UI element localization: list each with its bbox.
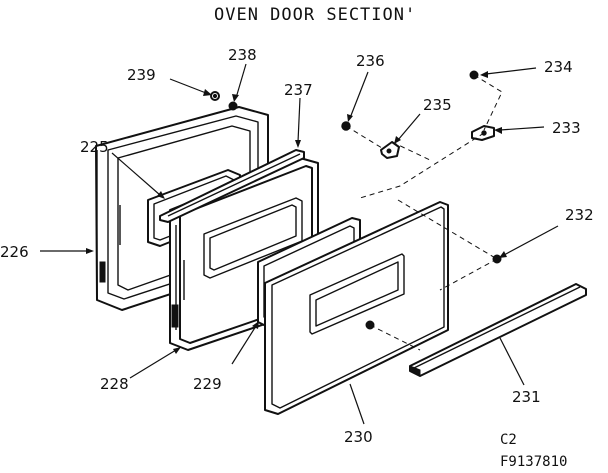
part-238-screw [228, 101, 238, 111]
label-226: 226 [0, 243, 29, 261]
label-233: 233 [552, 119, 581, 137]
label-236: 236 [356, 52, 385, 70]
leader-lines [40, 63, 559, 425]
label-231: 231 [512, 388, 541, 406]
label-225: 225 [80, 138, 109, 156]
label-230: 230 [344, 428, 373, 446]
figure-code: F9137810 [500, 454, 567, 470]
label-239: 239 [127, 66, 156, 84]
part-230-outer-door-panel [264, 201, 449, 415]
label-229: 229 [193, 375, 222, 393]
assembly-lines [345, 74, 503, 351]
page-code: C2 [500, 432, 517, 448]
label-237: 237 [284, 81, 313, 99]
part-239-screw [210, 91, 220, 101]
label-232: 232 [565, 206, 594, 224]
label-238: 238 [228, 46, 257, 64]
label-235: 235 [423, 96, 452, 114]
part-233-hinge-bracket [471, 125, 495, 141]
label-228: 228 [100, 375, 129, 393]
label-234: 234 [544, 58, 573, 76]
part-231-handle-trim [409, 283, 587, 377]
diagram-title: OVEN DOOR SECTION' [214, 5, 416, 25]
part-237-spacer-rail [159, 149, 305, 223]
